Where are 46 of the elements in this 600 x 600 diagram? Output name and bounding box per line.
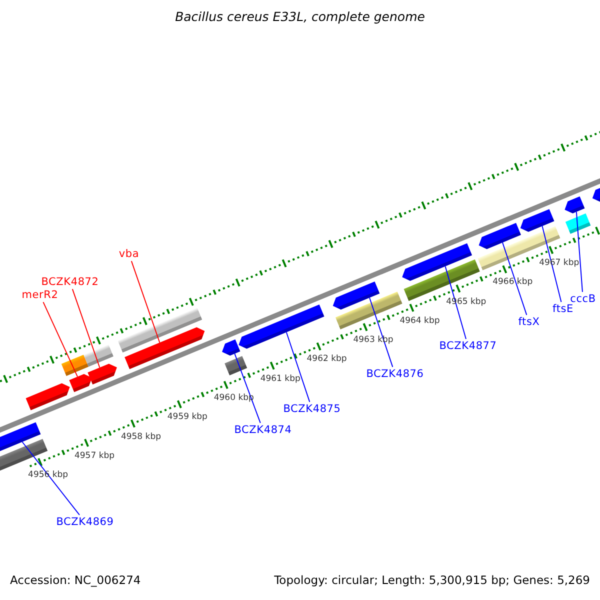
gene-feature xyxy=(222,339,240,356)
gene-label: merR2 xyxy=(22,288,58,302)
gene-feature xyxy=(61,354,88,376)
gene-feature xyxy=(564,196,585,214)
footer-text: Topology: circular; Length: 5,300,915 bp; Genes: 5,269 xyxy=(274,574,590,588)
scale-label: 4956 kbp xyxy=(28,471,68,481)
gene-feature xyxy=(84,344,114,367)
gene-feature xyxy=(118,308,202,353)
gene-label: cccB xyxy=(570,292,596,306)
gene-label: BCZK4872 xyxy=(41,276,99,288)
scale-label: 4964 kbp xyxy=(400,316,440,327)
scale-label: 4958 kbp xyxy=(120,432,161,442)
leader-line xyxy=(369,297,394,368)
gene-feature xyxy=(520,209,554,232)
scale-label: 4962 kbp xyxy=(306,356,347,366)
leader-line xyxy=(130,260,160,344)
leader-line xyxy=(42,302,78,378)
gene-feature xyxy=(124,327,205,370)
gene-label: BCZK4876 xyxy=(366,368,424,380)
gene-label: ftsX xyxy=(518,316,540,328)
gene-feature xyxy=(88,364,117,385)
gene-label: BCZK4869 xyxy=(56,516,114,528)
scale-label: 4966 kbp xyxy=(492,278,533,288)
scale-label: 4961 kbp xyxy=(260,374,300,385)
gene-feature xyxy=(0,422,41,453)
gene-label: ftsE xyxy=(552,302,574,316)
gene-feature xyxy=(224,356,248,376)
leader-line xyxy=(72,288,100,368)
gene-label: BCZK4877 xyxy=(439,340,497,352)
gene-feature xyxy=(402,243,472,281)
gene-feature xyxy=(332,282,380,310)
leader-line xyxy=(286,332,310,402)
footer-text: Accession: NC_006274 xyxy=(10,574,141,588)
gene-feature xyxy=(478,222,521,250)
title: Bacillus cereus E33L, complete genome xyxy=(174,10,426,24)
gene-feature xyxy=(69,374,92,392)
scale-label: 4957 kbp xyxy=(74,452,115,462)
leader-line xyxy=(502,242,528,316)
gene-feature xyxy=(565,213,591,234)
gene-label: BCZK4874 xyxy=(234,424,292,436)
gene-label: BCZK4875 xyxy=(283,402,341,416)
gene-feature xyxy=(26,383,70,410)
gene-label: vba xyxy=(118,248,140,260)
scale-label: 4959 kbp xyxy=(167,413,208,424)
gene-feature xyxy=(238,304,324,349)
leader-line xyxy=(576,211,583,292)
